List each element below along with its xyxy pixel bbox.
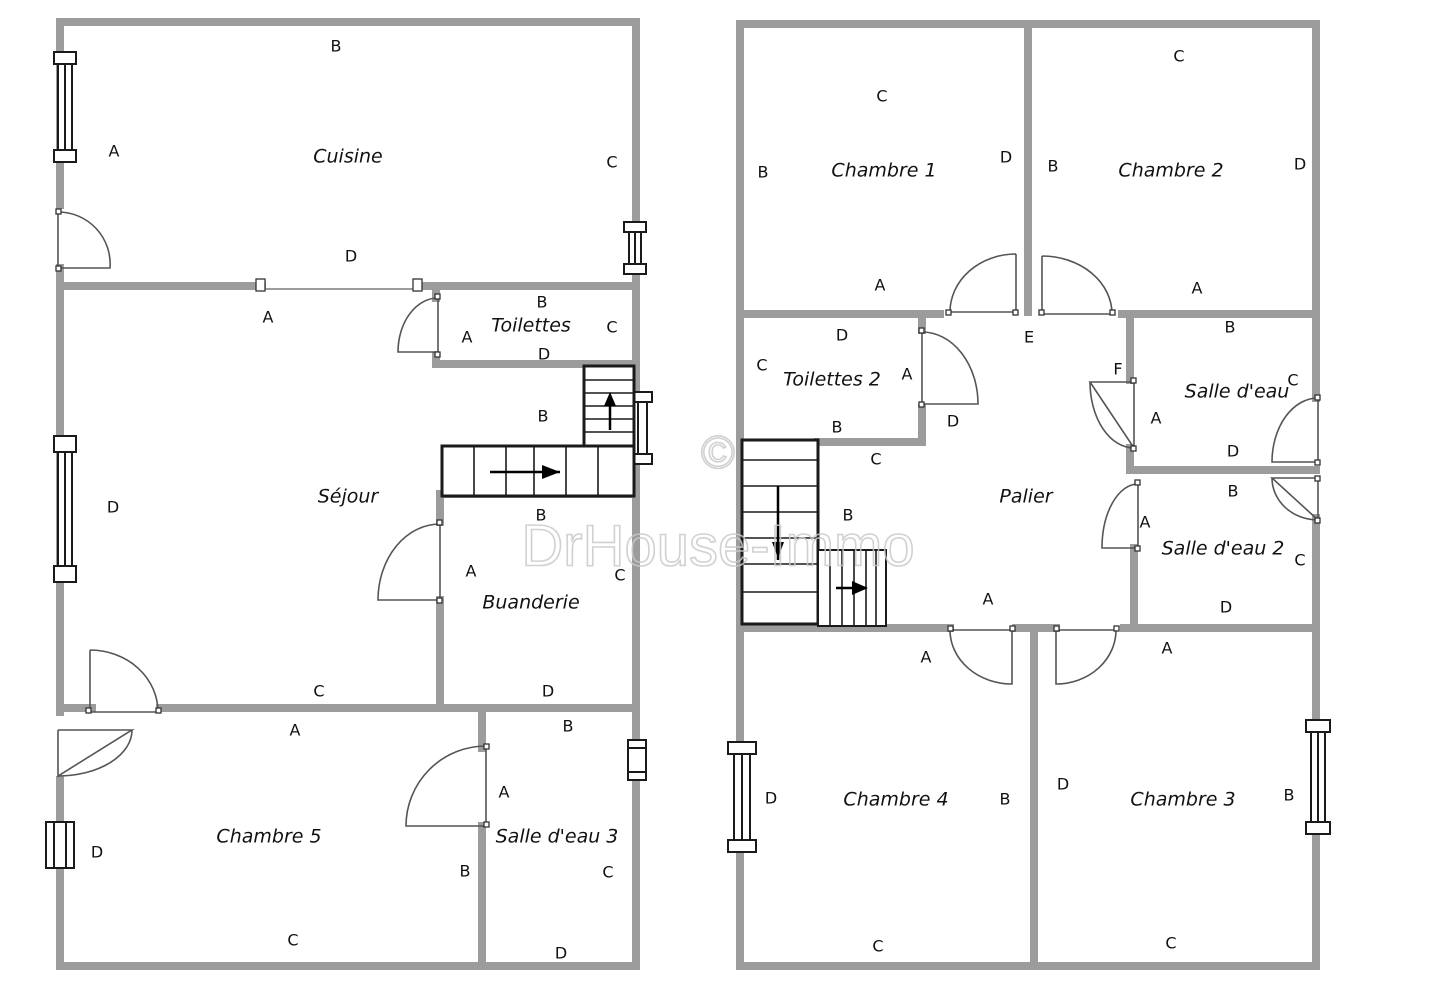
wall-letter: B: [331, 37, 342, 56]
wall-letter: D: [538, 345, 550, 364]
room-label-salle-eau-2: Salle d'eau 2: [1162, 538, 1285, 560]
wall-letter: D: [1000, 148, 1012, 167]
watermark-brand: DrHouse-Immo: [521, 513, 914, 578]
room-label-chambre-5: Chambre 5: [216, 826, 321, 848]
wall-letter: A: [109, 142, 120, 161]
wall-letter: A: [1162, 639, 1173, 658]
wall-letter: A: [1151, 409, 1162, 428]
wall-letter: F: [1113, 360, 1122, 379]
wall-letter: C: [602, 863, 613, 882]
wall-letter: C: [1294, 551, 1305, 570]
wall-letter: A: [466, 562, 477, 581]
room-label-chambre-3: Chambre 3: [1130, 789, 1235, 811]
wall-letter: B: [1228, 482, 1239, 501]
wall-letter: C: [756, 356, 767, 375]
room-label-toilettes-2: Toilettes 2: [783, 369, 881, 391]
room-label-salle-eau: Salle d'eau: [1185, 381, 1290, 403]
wall-letter: A: [1192, 279, 1203, 298]
wall-letter: C: [1287, 371, 1298, 390]
wall-letter: D: [1294, 155, 1306, 174]
wall-letter: A: [921, 648, 932, 667]
wall-letter: B: [1225, 318, 1236, 337]
room-label-sejour: Séjour: [318, 486, 380, 508]
wall-letter: B: [758, 163, 769, 182]
wall-letter: C: [1173, 47, 1184, 66]
left-plan-windows: [45, 51, 653, 869]
right-plan-stairs: [740, 438, 887, 627]
wall-letter: A: [499, 783, 510, 802]
wall-letter: D: [542, 682, 554, 701]
wall-letter: D: [345, 247, 357, 266]
wall-letter: A: [263, 308, 274, 327]
right-plan-windows: [727, 719, 1331, 853]
wall-letter: E: [1024, 328, 1034, 347]
wall-letter: A: [290, 721, 301, 740]
wall-letter: D: [836, 326, 848, 345]
room-label-palier: Palier: [999, 486, 1053, 508]
wall-letter: D: [555, 944, 567, 963]
room-label-chambre-1: Chambre 1: [831, 160, 936, 182]
wall-letter: B: [460, 862, 471, 881]
wall-letter: B: [536, 506, 547, 525]
wall-letter: B: [1284, 786, 1295, 805]
room-label-cuisine: Cuisine: [313, 146, 383, 168]
wall-letter: B: [563, 717, 574, 736]
wall-letter: D: [765, 789, 777, 808]
wall-letter: C: [313, 682, 324, 701]
room-label-chambre-2: Chambre 2: [1118, 160, 1223, 182]
wall-letter: D: [1227, 442, 1239, 461]
wall-letter: D: [91, 843, 103, 862]
wall-letter: B: [537, 293, 548, 312]
room-label-salle-eau-3: Salle d'eau 3: [496, 826, 619, 848]
wall-letter: C: [872, 937, 883, 956]
wall-letter: C: [1165, 934, 1176, 953]
wall-letter: A: [983, 590, 994, 609]
wall-letters: B A C D A B A C D B D B A C C D A B A D …: [91, 37, 1306, 963]
watermark-copyright: ©: [701, 426, 735, 478]
wall-letter: C: [287, 931, 298, 950]
room-labels: Cuisine Toilettes Séjour Buanderie Chamb…: [216, 146, 1289, 848]
wall-letter: B: [832, 418, 843, 437]
wall-letter: A: [902, 365, 913, 384]
wall-letter: B: [1048, 157, 1059, 176]
right-plan-doors: [918, 253, 1321, 685]
room-label-chambre-4: Chambre 4: [843, 789, 948, 811]
left-plan-stairs: [440, 364, 636, 498]
left-plan-doors: [55, 208, 490, 828]
wall-letter: C: [870, 450, 881, 469]
wall-letter: D: [1057, 775, 1069, 794]
wall-letter: B: [1000, 790, 1011, 809]
wall-letter: C: [614, 566, 625, 585]
wall-letter: C: [606, 318, 617, 337]
wall-letter: A: [462, 328, 473, 347]
room-label-buanderie: Buanderie: [482, 592, 579, 614]
room-label-toilettes: Toilettes: [491, 315, 571, 337]
wall-letter: A: [875, 276, 886, 295]
wall-letter: B: [843, 506, 854, 525]
wall-letter: C: [606, 153, 617, 172]
wall-letter: D: [1220, 598, 1232, 617]
wall-letter: C: [876, 87, 887, 106]
wall-letter: B: [538, 407, 549, 426]
watermark: © DrHouse-Immo: [521, 425, 916, 579]
wall-letter: D: [107, 498, 119, 517]
wall-letter: D: [947, 412, 959, 431]
wall-letter: A: [1140, 513, 1151, 532]
